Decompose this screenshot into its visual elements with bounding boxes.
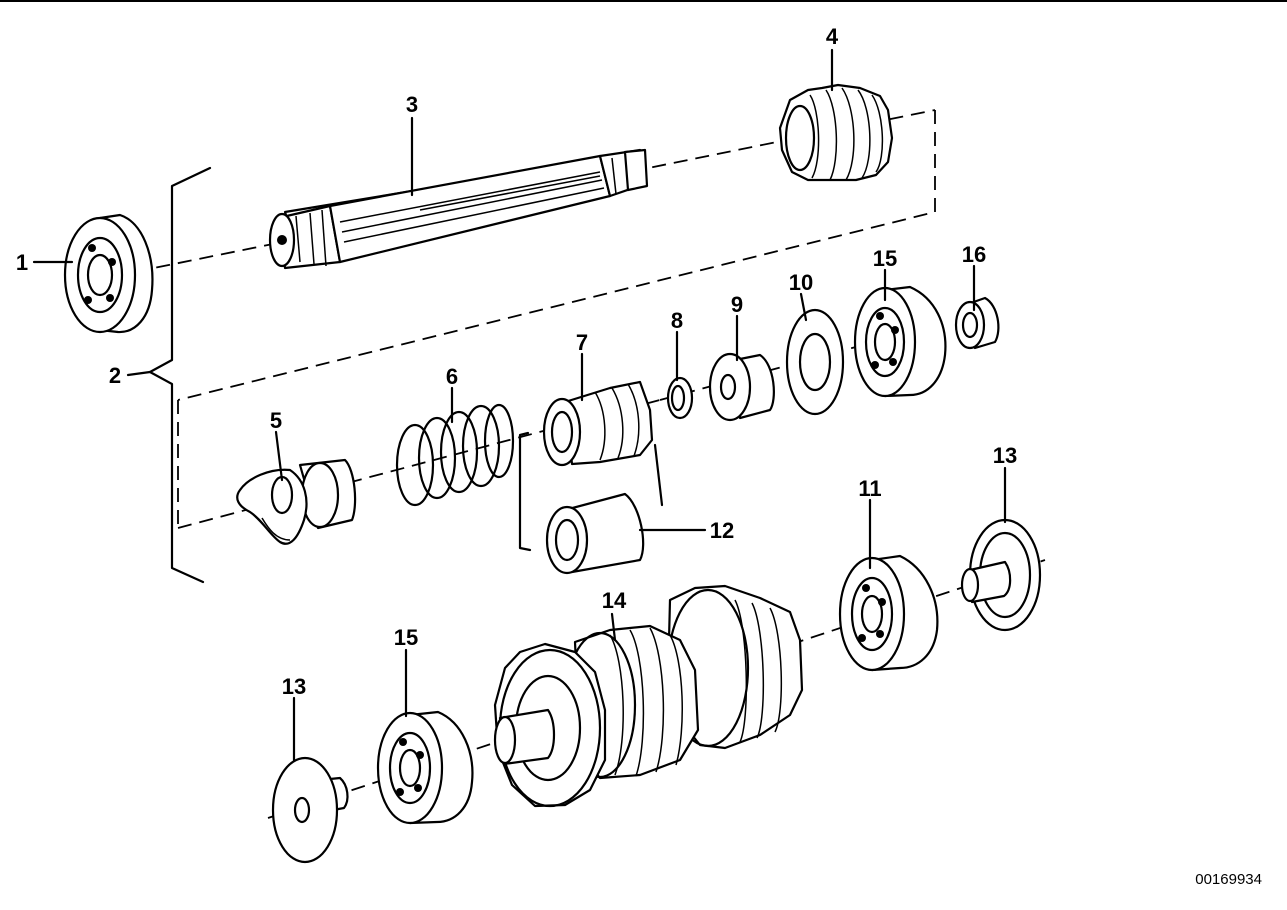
callout-5: 5	[270, 408, 282, 433]
callout-13-left: 13	[282, 674, 306, 699]
part-9-bushing	[708, 352, 775, 422]
part-13-thrust-washer-left	[271, 756, 349, 864]
document-number: 00169934	[1195, 871, 1262, 888]
part-15-ball-bearing-upper	[853, 285, 947, 398]
callout-10: 10	[789, 270, 813, 295]
leader-lines	[32, 48, 1007, 762]
part-1-ball-bearing	[63, 213, 154, 334]
part-12-sleeve	[518, 431, 707, 575]
part-10-washer	[785, 308, 845, 416]
callout-15-upper: 15	[873, 246, 897, 271]
part-11-ball-bearing	[838, 554, 939, 672]
callout-6: 6	[446, 364, 458, 389]
callout-1: 1	[16, 250, 28, 275]
callout-labels: 1 2 3 4 5 6 7 8 9 10 11 12 13 13 14 15 1…	[16, 24, 1017, 699]
callout-11: 11	[858, 476, 881, 501]
part-7-gear-sleeve	[542, 380, 654, 467]
callout-16: 16	[962, 242, 986, 267]
part-3-main-shaft	[268, 148, 649, 270]
part-16-seal	[954, 296, 1000, 350]
callout-3: 3	[406, 92, 418, 117]
callout-9: 9	[731, 292, 743, 317]
callout-13-right: 13	[993, 443, 1017, 468]
part-15-ball-bearing-lower	[376, 710, 474, 825]
callout-7: 7	[576, 330, 588, 355]
callout-4: 4	[826, 24, 839, 49]
part-4-pinion-gear	[778, 83, 894, 182]
part-5-cam-part	[236, 458, 357, 545]
part-8-ring	[666, 376, 694, 420]
callout-2: 2	[109, 363, 121, 388]
part-13-thrust-washer-right	[960, 518, 1042, 632]
callout-8: 8	[671, 308, 683, 333]
part-6-spring	[395, 403, 515, 507]
callout-14: 14	[602, 588, 627, 613]
callout-15-lower: 15	[394, 625, 418, 650]
group-bracket	[148, 166, 212, 584]
part-14-gear-cluster	[493, 584, 804, 808]
callout-12: 12	[710, 518, 734, 543]
